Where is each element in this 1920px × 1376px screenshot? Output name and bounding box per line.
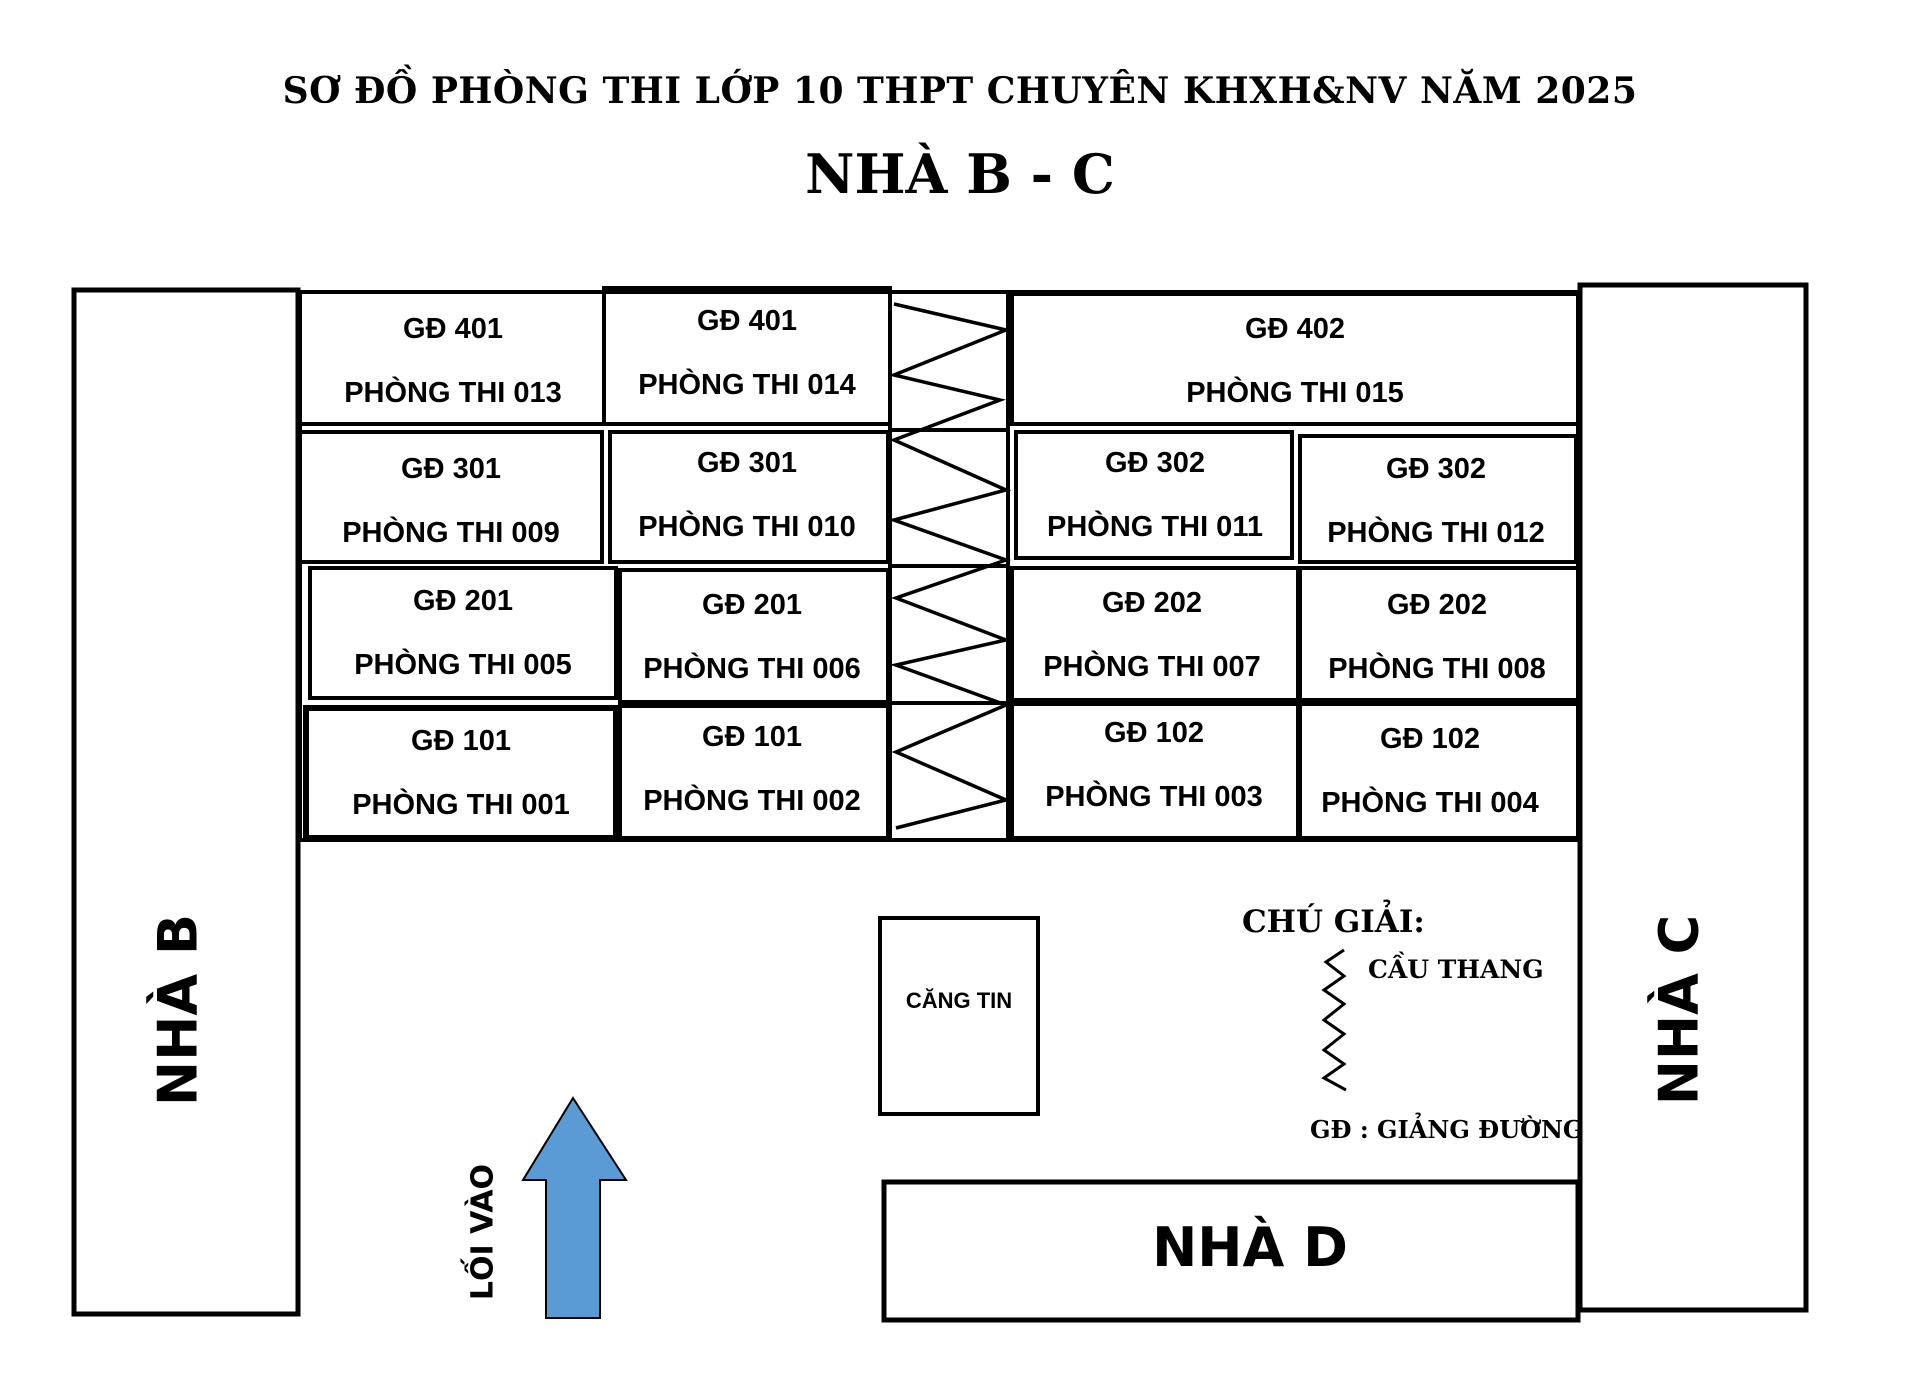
diagram-title: SƠ ĐỒ PHÒNG THI LỚP 10 THPT CHUYÊN KHXH&… <box>282 70 1638 112</box>
room-cell: GĐ 301 PHÒNG THI 010 <box>608 430 890 564</box>
room-number: PHÒNG THI 011 <box>1047 509 1263 543</box>
room-number: PHÒNG THI 004 <box>1321 785 1539 819</box>
room-cell: GĐ 102 PHÒNG THI 004 <box>1298 702 1580 840</box>
room-hall: GĐ 202 <box>1102 587 1202 619</box>
room-hall: GĐ 401 <box>697 305 797 337</box>
room-hall: GĐ 302 <box>1105 447 1205 479</box>
building-b <box>71 287 301 1317</box>
room-number: PHÒNG THI 001 <box>352 787 570 821</box>
room-cell: GĐ 102 PHÒNG THI 003 <box>1010 702 1300 840</box>
room-cell: GĐ 302 PHÒNG THI 011 <box>1014 430 1294 560</box>
room-cell: GĐ 301 PHÒNG THI 009 <box>298 430 604 564</box>
building-d-label: NHÀ D <box>1152 1216 1348 1279</box>
room-number: PHÒNG THI 015 <box>1186 375 1404 409</box>
room-cell: GĐ 101 PHÒNG THI 001 <box>303 705 619 841</box>
room-cell: GĐ 402 PHÒNG THI 015 <box>1010 292 1580 426</box>
room-number: PHÒNG THI 010 <box>638 509 856 543</box>
room-number: PHÒNG THI 014 <box>638 367 856 401</box>
room-cell: GĐ 302 PHÒNG THI 012 <box>1298 434 1578 564</box>
room-hall: GĐ 301 <box>697 447 797 479</box>
legend-title: CHÚ GIẢI: <box>1242 898 1425 940</box>
room-cell: GĐ 202 PHÒNG THI 008 <box>1298 566 1580 702</box>
room-hall: GĐ 201 <box>702 589 802 621</box>
room-hall: GĐ 402 <box>1245 313 1345 345</box>
building-d <box>881 1179 1581 1323</box>
room-number: PHÒNG THI 003 <box>1045 779 1263 813</box>
room-number: PHÒNG THI 013 <box>344 375 562 409</box>
canteen <box>878 916 1040 1116</box>
stairs-zigzag <box>888 302 1013 830</box>
room-hall: GĐ 202 <box>1387 589 1487 621</box>
room-number: PHÒNG THI 006 <box>643 651 861 685</box>
room-cell: GĐ 101 PHÒNG THI 002 <box>618 704 890 840</box>
room-hall: GĐ 301 <box>401 453 501 485</box>
room-cell: GĐ 401 PHÒNG THI 013 <box>298 290 606 426</box>
room-hall: GĐ 102 <box>1104 717 1204 749</box>
room-number: PHÒNG THI 012 <box>1327 515 1545 549</box>
stairs-legend-icon <box>1321 948 1347 1092</box>
room-hall: GĐ 201 <box>413 585 513 617</box>
building-c <box>1577 282 1809 1313</box>
room-cell: GĐ 201 PHÒNG THI 005 <box>308 566 618 700</box>
room-cell: GĐ 201 PHÒNG THI 006 <box>618 568 890 704</box>
room-hall: GĐ 401 <box>403 313 503 345</box>
entrance-arrow-icon <box>521 1096 628 1319</box>
entrance-label: LỐI VÀO <box>460 1164 501 1300</box>
room-number: PHÒNG THI 008 <box>1328 651 1546 685</box>
legend-stairs-label: CẦU THANG <box>1368 952 1544 984</box>
room-hall: GĐ 302 <box>1386 453 1486 485</box>
diagram-subtitle: NHÀ B - C <box>805 142 1115 206</box>
room-number: PHÒNG THI 005 <box>354 647 572 681</box>
room-cell: GĐ 401 PHÒNG THI 014 <box>602 286 892 426</box>
room-hall: GĐ 102 <box>1380 723 1480 755</box>
building-b-label: NHÀ B <box>147 914 210 1106</box>
room-number: PHÒNG THI 009 <box>342 515 560 549</box>
room-number: PHÒNG THI 002 <box>643 783 861 817</box>
building-c-label: NHÀ C <box>1648 915 1711 1106</box>
room-hall: GĐ 101 <box>702 721 802 753</box>
room-hall: GĐ 101 <box>411 725 511 757</box>
canteen-label: CĂNG TIN <box>906 988 1012 1013</box>
legend-gd-label: GĐ : GIẢNG ĐƯỜNG <box>1310 1112 1583 1144</box>
room-cell: GĐ 202 PHÒNG THI 007 <box>1010 566 1300 702</box>
room-number: PHÒNG THI 007 <box>1043 649 1261 683</box>
